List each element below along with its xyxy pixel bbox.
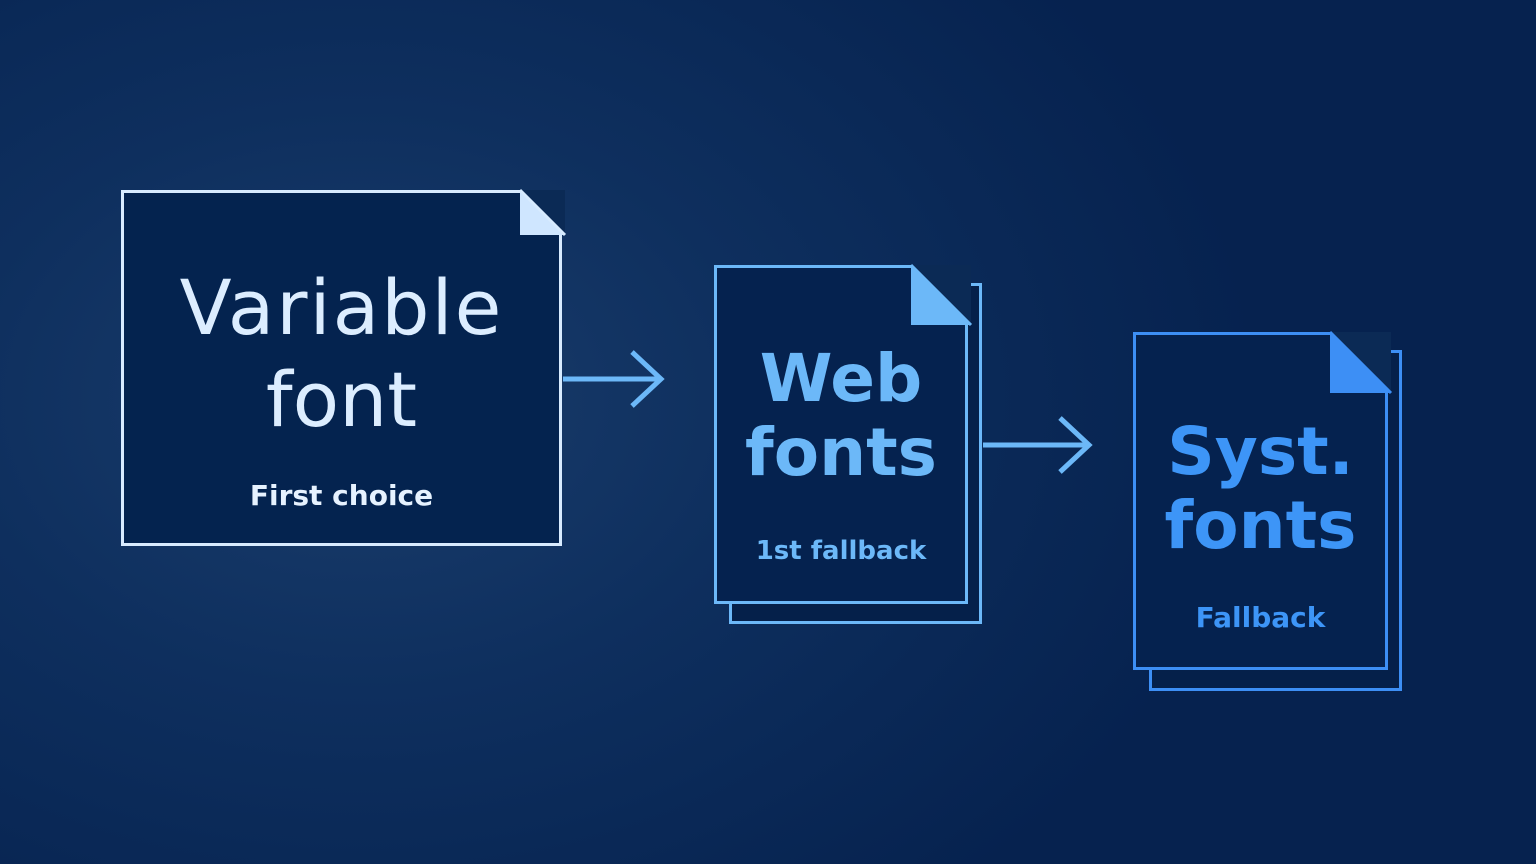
web-fonts-title-line1: Web	[759, 340, 923, 417]
variable-font-document: Variable font First choice	[121, 188, 567, 546]
web-fonts-caption: 1st fallback	[755, 536, 927, 566]
system-fonts-title-line1: Syst.	[1167, 413, 1354, 490]
variable-font-title: Variable	[124, 263, 559, 353]
system-fonts-title-line2: fonts	[1164, 487, 1357, 564]
web-fonts-document: Web fonts 1st fallback	[714, 263, 973, 604]
page-fold-icon	[1328, 330, 1393, 395]
system-fonts-document: Syst. fonts Fallback	[1133, 330, 1393, 670]
web-fonts-title-line2: fonts	[745, 414, 937, 491]
page-fold-icon	[909, 263, 973, 327]
page-fold-icon	[518, 188, 567, 237]
title-line1: Variable	[179, 263, 504, 352]
variable-font-title-line2: font	[124, 355, 559, 445]
title-line2: font	[265, 355, 418, 444]
variable-font-caption: First choice	[249, 479, 434, 512]
system-fonts-caption: Fallback	[1195, 601, 1326, 634]
